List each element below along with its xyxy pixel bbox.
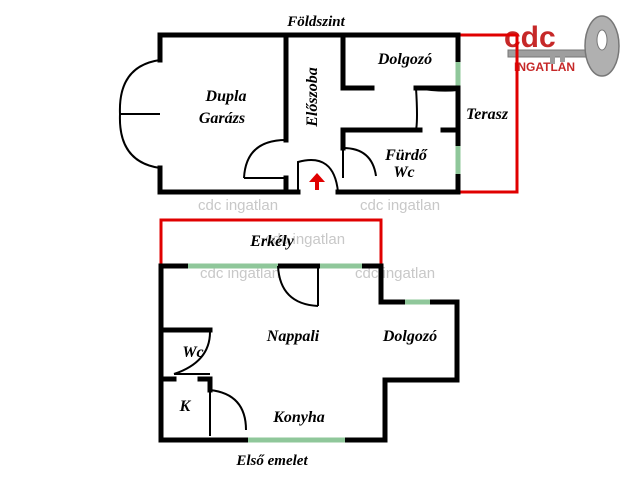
- cdc-logo: cdc INGATLAN: [504, 15, 620, 77]
- first-interior-walls: [158, 327, 213, 393]
- ground-interior-walls: [283, 32, 461, 195]
- room-bath-line2: Wc: [393, 164, 414, 181]
- room-pantry: K: [179, 398, 192, 415]
- watermark-2: cdc ingatlan: [360, 197, 440, 214]
- room-balcony: Erkély: [249, 233, 294, 250]
- room-terrace: Terasz: [466, 106, 509, 123]
- first-exterior-walls: [158, 263, 460, 443]
- watermark-3: cdc ingatlan: [265, 231, 345, 248]
- watermark-5: cdc ingatlan: [355, 265, 435, 282]
- room-living: Nappali: [266, 328, 320, 345]
- balcony-door-symbol: [277, 265, 319, 307]
- ground-floor-title: Földszint: [286, 14, 345, 30]
- room-wc-first: Wc: [182, 344, 203, 361]
- room-garage-line2: Garázs: [199, 110, 245, 127]
- logo-name: INGATLAN: [514, 60, 575, 74]
- balcony-railing: [159, 218, 383, 266]
- wc-door-symbol: [173, 331, 211, 375]
- room-garage-line1: Dupla: [205, 88, 247, 105]
- room-hall: Előszoba: [304, 67, 321, 128]
- room-office-first: Dolgozó: [382, 328, 437, 345]
- room-kitchen: Konyha: [272, 409, 325, 426]
- first-floor: Erkély Nappali Dolgozó Wc K Konyha Első …: [158, 218, 460, 469]
- watermark-1: cdc ingatlan: [198, 197, 278, 214]
- pantry-door-symbol: [209, 389, 247, 436]
- entrance-door-symbol: [297, 159, 339, 193]
- room-bath-line1: Fürdő: [384, 147, 428, 164]
- key-icon: [507, 15, 620, 77]
- logo-mark: cdc: [504, 21, 556, 54]
- hall-door-symbol: [243, 139, 287, 179]
- room-office-ground: Dolgozó: [377, 51, 432, 68]
- ground-exterior-walls: [157, 32, 461, 195]
- entrance-arrow-icon: [309, 173, 325, 190]
- first-floor-title: Első emelet: [235, 453, 308, 469]
- terrace-railing: [458, 33, 519, 194]
- garage-door-symbol: [118, 59, 161, 169]
- office-door-symbol: [415, 87, 459, 131]
- bath-door-symbol: [342, 147, 377, 178]
- watermarks: cdc ingatlan cdc ingatlan cdc ingatlan c…: [198, 197, 440, 282]
- watermark-4: cdc ingatlan: [200, 265, 280, 282]
- ground-floor: Földszint Dupla Garázs Előszoba Dolgozó: [118, 14, 519, 195]
